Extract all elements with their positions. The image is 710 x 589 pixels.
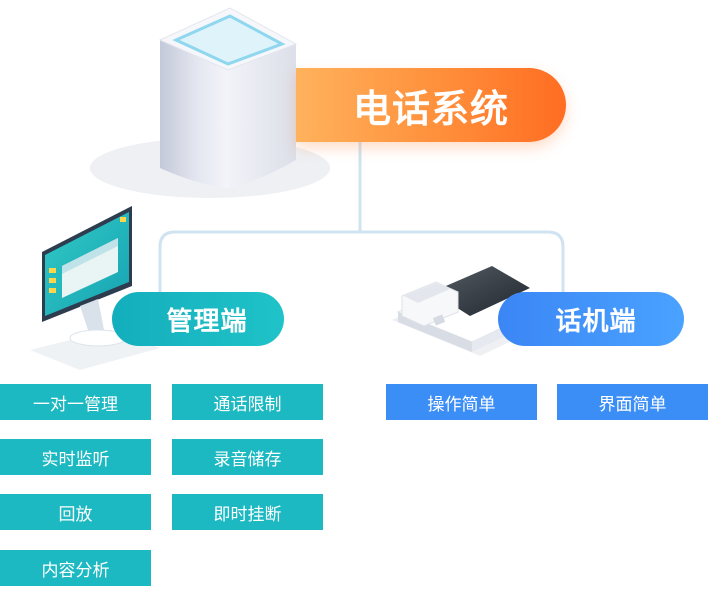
phone-node-label: 话机端 <box>555 306 637 337</box>
main-node-pill: 电话系统 <box>296 68 566 142</box>
admin-feature-tag: 实时监听 <box>0 439 151 475</box>
admin-feature-tag: 一对一管理 <box>0 384 151 420</box>
phone-feature-tag: 操作简单 <box>386 384 537 420</box>
connector-left <box>158 230 360 300</box>
admin-feature-tag: 回放 <box>0 494 151 530</box>
main-node-label: 电话系统 <box>352 86 509 131</box>
phone-feature-tag: 界面简单 <box>557 384 708 420</box>
connector-right <box>360 230 565 300</box>
admin-node-pill: 管理端 <box>112 292 284 346</box>
admin-node-label: 管理端 <box>166 306 248 337</box>
admin-feature-tag: 录音储存 <box>172 439 323 475</box>
admin-feature-tag: 通话限制 <box>172 384 323 420</box>
phone-node-pill: 话机端 <box>498 292 684 346</box>
admin-feature-tag: 即时挂断 <box>172 494 323 530</box>
admin-feature-tag: 内容分析 <box>0 550 151 586</box>
